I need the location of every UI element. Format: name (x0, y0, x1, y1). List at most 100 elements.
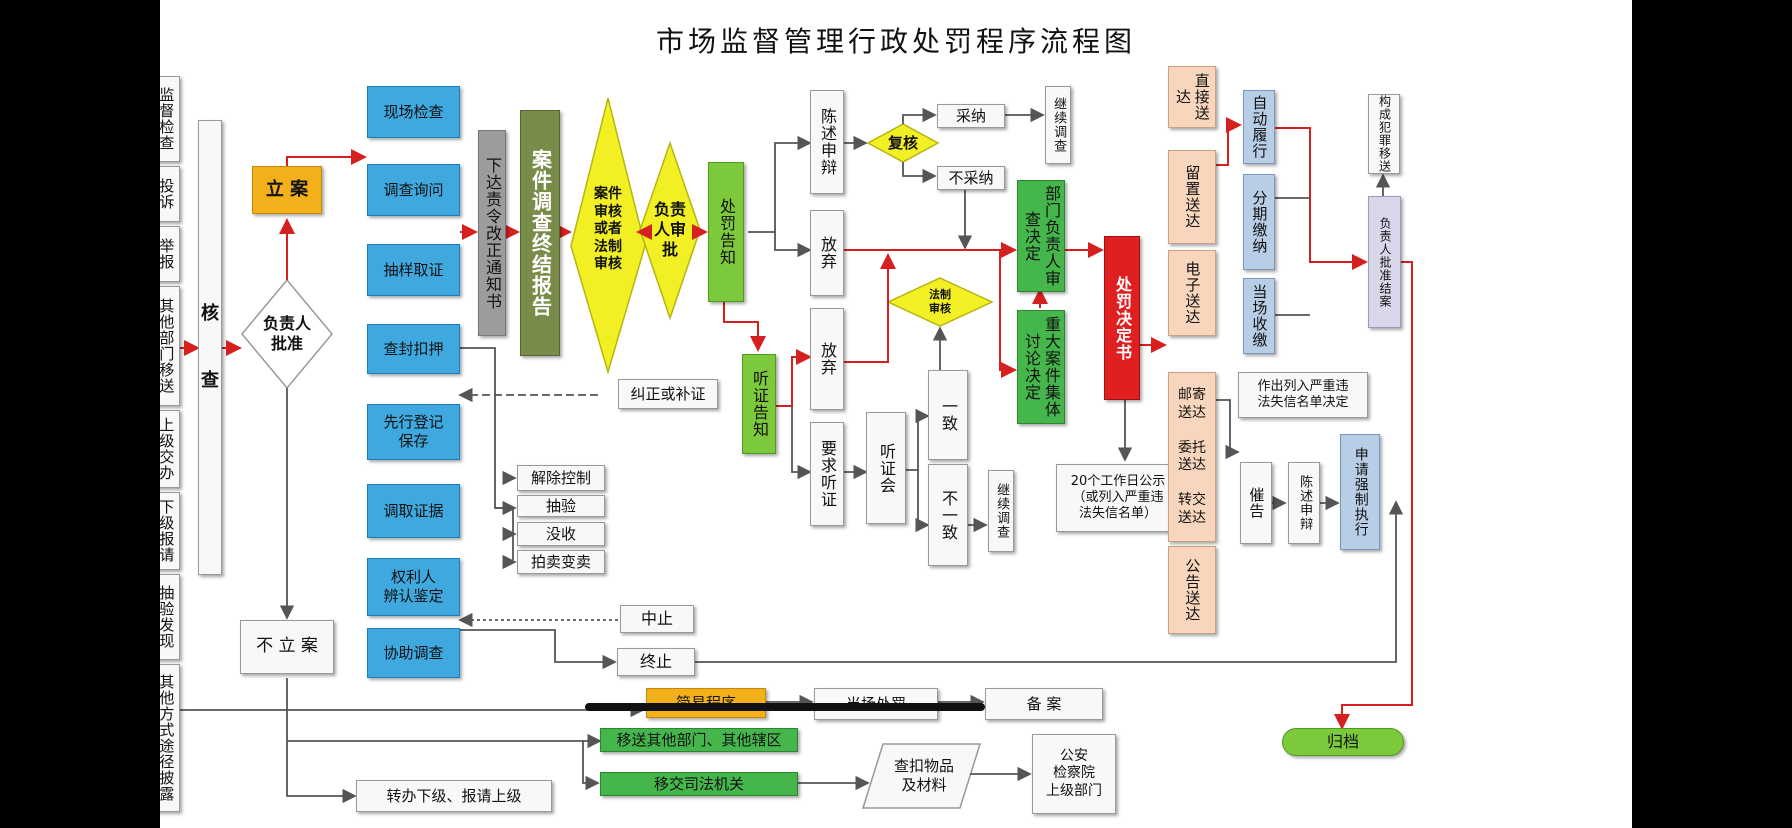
collective-box: 重大案件集体讨论决定 (1017, 310, 1065, 424)
suspend-box: 中止 (620, 605, 694, 633)
request-hearing-box: 要求听证 (810, 422, 844, 526)
continue-2-box: 继续调查 (988, 470, 1014, 552)
arrow-nocase-transfer (287, 740, 600, 791)
source-subordinate: 下级报请 (160, 492, 180, 570)
source-sampling: 抽验发现 (160, 574, 180, 660)
end-report-box: 案件调查终结报告 (520, 110, 560, 356)
decision-box: 处罚决定书 (1104, 236, 1140, 400)
arrow-nocase-branches (286, 678, 357, 804)
legal-review-label: 法制 审核 (929, 288, 951, 315)
delivery-notice: 公告送达 (1168, 546, 1216, 634)
adopt-box: 采纳 (937, 104, 1005, 128)
transfer-judicial-box: 移交司法机关 (600, 772, 798, 796)
onsite-pay-box: 当场收缴 (1243, 278, 1275, 354)
arrow-hearing-request (791, 406, 812, 480)
archive-box: 归档 (1282, 728, 1404, 756)
source-dept-transfer: 其他部门移送 (160, 286, 180, 406)
close-case-box: 负责人批准结案 (1368, 196, 1401, 328)
review-diamond-2 (639, 140, 701, 321)
home-indicator-bar (585, 703, 985, 711)
arrow-to-collective (999, 250, 1017, 378)
delivery-direct: 直接送达 (1168, 66, 1216, 128)
invest-retrieve: 调取证据 (367, 484, 460, 538)
hearing-box: 听证会 (866, 412, 906, 524)
arrow-recheck-notadopt (902, 162, 937, 184)
recheck-label: 复核 (887, 133, 918, 152)
release-box: 解除控制 (517, 465, 605, 491)
installment-box: 分期缴纳 (1243, 174, 1275, 270)
blacklist-box: 作出列入严重违 法失信名单决定 (1238, 372, 1368, 418)
enforce-box: 申请强制执行 (1340, 434, 1380, 550)
transfer-other-box: 移送其他部门、其他辖区 (600, 728, 798, 752)
flow-arrows (180, 97, 1413, 809)
delivery-electronic: 电子送达 (1168, 250, 1216, 336)
confiscate-box: 没收 (517, 522, 605, 546)
arrow-self-close (1275, 127, 1368, 270)
invest-seal: 查封扣押 (367, 324, 460, 374)
review-diamond-2-label: 负责 人审 批 (653, 200, 686, 259)
correct-box: 纠正或补证 (618, 379, 718, 409)
police-box: 公安 检察院 上级部门 (1032, 734, 1116, 814)
arrow-hearing-disagree (915, 470, 930, 533)
verify-box: 核 查 (198, 120, 222, 575)
record-box: 备 案 (985, 688, 1103, 720)
invest-assist: 协助调查 (367, 628, 460, 678)
arrow-terminate-enforce (695, 500, 1404, 663)
legal-review-diamond (886, 277, 994, 327)
disagree-box: 不一致 (928, 464, 968, 566)
publicity-box: 20个工作日公示 （或列入严重违 法失信名单） (1056, 464, 1180, 532)
arrow-waive2-dept (844, 253, 896, 363)
test-box: 抽验 (517, 495, 605, 517)
invest-preserve: 先行登记 保存 (367, 404, 460, 460)
arrow-pay-close (1275, 197, 1310, 316)
invest-onsite: 现场检查 (367, 86, 460, 138)
urge-box: 催告 (1240, 462, 1272, 544)
terminate-box: 终止 (617, 648, 695, 676)
crime-box: 构成犯罪移送 (1368, 94, 1400, 174)
arrow-close-archive (1334, 261, 1413, 730)
arrow-delivery-pay (1215, 117, 1242, 166)
forward-box: 转办下级、报请上级 (356, 780, 552, 812)
waive-1-box: 放弃 (810, 210, 844, 296)
waive-2-box: 放弃 (810, 308, 844, 410)
flowchart-page: 市场监督管理行政处罚程序流程图 (160, 0, 1632, 828)
source-complaint: 投诉 (160, 166, 180, 222)
arrow-notice-waive (774, 232, 812, 258)
source-supervision-check: 监督检查 (160, 76, 180, 162)
arrow-hearing-agree (905, 408, 930, 471)
arrow-hearing-waive (772, 349, 812, 407)
arrow-delivery-urge (1215, 399, 1240, 460)
agree-box: 一致 (928, 370, 968, 460)
page-title: 市场监督管理行政处罚程序流程图 (655, 25, 1136, 58)
approve-person-label: 负责人 批准 (262, 314, 311, 353)
source-report: 举报 (160, 226, 180, 282)
arrow-branch-test (495, 507, 515, 560)
review-diamond-1 (570, 97, 646, 375)
arrow-invest-terminate (460, 629, 617, 670)
auction-box: 拍卖变卖 (517, 550, 605, 574)
source-other: 其他方式途径披露 (160, 664, 180, 812)
review-diamond-1-label: 案件 审核 或者 法制 审核 (594, 186, 622, 273)
continue-1-box: 继续调查 (1045, 86, 1071, 164)
hearing-notice-box: 听证告知 (742, 354, 776, 454)
statement-2-box: 陈述申辩 (1288, 462, 1320, 544)
goods-label: 查扣物品 及材料 (893, 757, 954, 794)
order-notice-box: 下达责令改正通知书 (478, 130, 506, 336)
arrow-recheck-adopt (902, 107, 937, 124)
arrow-seal-branches (460, 347, 517, 516)
invest-inquiry: 调查询问 (367, 164, 460, 216)
statement-box: 陈述申辩 (810, 90, 844, 194)
arrow-notice-statement (748, 135, 812, 233)
penalty-notice-box: 处罚告知 (708, 162, 744, 302)
dept-head-box: 部门负责人审查决定 (1017, 180, 1065, 292)
arrow-notice-hearing (723, 302, 766, 352)
source-superior: 上级交办 (160, 410, 180, 488)
self-perform-box: 自动履行 (1243, 90, 1275, 164)
invest-identify: 权利人 辨认鉴定 (367, 558, 460, 616)
delivery-lien: 留置送达 (1168, 150, 1216, 244)
file-case-box: 立 案 (252, 166, 322, 214)
not-adopt-box: 不采纳 (937, 166, 1005, 190)
delivery-mail: 邮寄 送达 委托 送达 转交 送达 (1168, 372, 1216, 542)
invest-sampling: 抽样取证 (367, 244, 460, 296)
no-case-box: 不 立 案 (240, 620, 334, 674)
